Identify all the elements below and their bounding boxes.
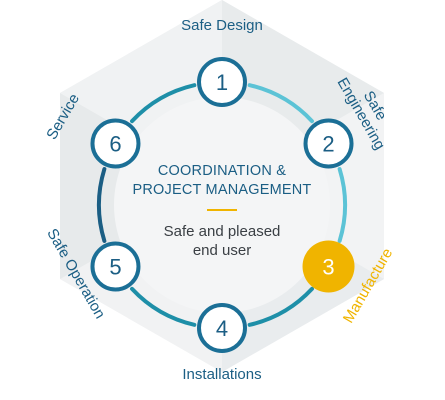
center-disc [114, 97, 330, 313]
step-label-4: Installations [182, 366, 261, 383]
step-node-5: 5 [90, 241, 141, 292]
center-subtitle: Safe and pleased end user [122, 222, 322, 260]
center-title-line-1: COORDINATION & [157, 163, 287, 179]
step-node-circle-2 [303, 118, 354, 169]
step-node-circle-3 [302, 240, 355, 293]
step-node-number-5: 5 [109, 255, 121, 280]
step-node-2: 2 [303, 118, 354, 169]
step-nodes: 1 2 3 4 5 6 [90, 57, 355, 353]
step-node-number-1: 1 [216, 70, 228, 95]
step-node-number-6: 6 [109, 132, 121, 157]
step-node-1: 1 [197, 57, 247, 107]
step-label-1: Safe Design [181, 17, 263, 34]
step-node-circle-5 [90, 241, 141, 292]
step-node-number-2: 2 [322, 132, 334, 157]
ring-arc-3-to-4 [247, 286, 314, 327]
center-title-line-2: PROJECT MANAGEMENT [132, 182, 312, 198]
step-node-circle-4 [197, 303, 247, 353]
step-node-number-4: 4 [216, 316, 228, 341]
cycle-ring [96, 83, 348, 327]
center-divider [207, 209, 237, 211]
center-subtitle-line-2: end user [192, 242, 252, 259]
ring-arc-1-to-2 [247, 83, 314, 124]
ring-arc-4-to-5 [130, 286, 197, 327]
center-title: COORDINATION & PROJECT MANAGEMENT [122, 162, 322, 200]
step-node-6: 6 [90, 118, 141, 169]
step-node-circle-1 [197, 57, 247, 107]
center-content: COORDINATION & PROJECT MANAGEMENT Safe a… [122, 162, 322, 260]
ring-arc-2-to-3 [337, 167, 348, 243]
step-node-number-3: 3 [322, 255, 334, 280]
ring-arc-5-to-6 [96, 167, 107, 243]
center-subtitle-line-1: Safe and pleased [163, 223, 281, 240]
step-node-circle-6 [90, 118, 141, 169]
step-node-4: 4 [197, 303, 247, 353]
ring-arc-6-to-1 [130, 83, 197, 124]
step-node-3: 3 [302, 240, 355, 293]
